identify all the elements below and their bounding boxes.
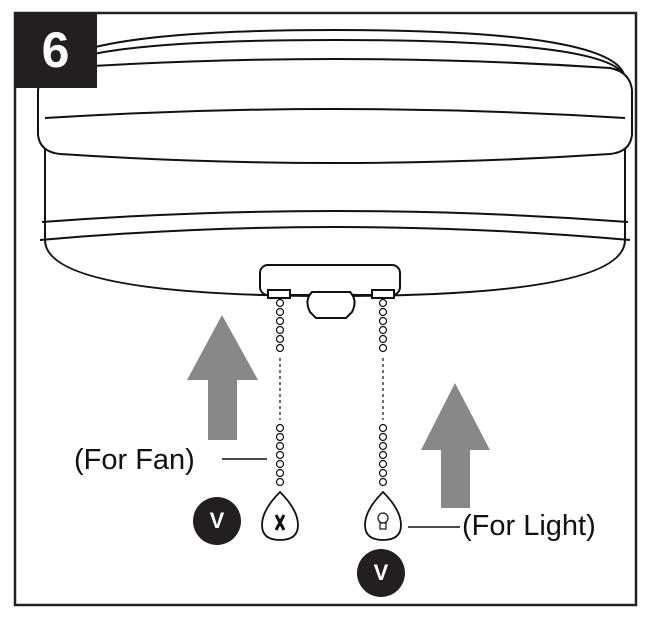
up-arrow-light	[421, 383, 490, 508]
chain-bead	[378, 307, 388, 317]
chain-bead	[378, 441, 388, 451]
chain-bead	[378, 459, 388, 469]
chain-bead	[378, 450, 388, 460]
chain-bead	[378, 432, 388, 442]
step-number-badge: 6	[14, 12, 97, 88]
chain-bead	[275, 307, 285, 317]
pull-chains	[275, 298, 388, 487]
chain-bead	[378, 477, 388, 487]
chain-bead	[378, 334, 388, 344]
for-fan-label: (For Fan)	[74, 444, 195, 476]
chain-bead	[275, 298, 285, 308]
chain-bead	[275, 325, 285, 335]
chain-bead	[275, 441, 285, 451]
chain-bead	[275, 477, 285, 487]
chain-bead	[275, 432, 285, 442]
part-v-badge-light: V	[357, 549, 405, 597]
frame	[13, 11, 638, 607]
chain-bead	[275, 459, 285, 469]
up-arrows	[187, 315, 490, 508]
chain-bead	[275, 468, 285, 478]
chain-bead	[378, 316, 388, 326]
chain-bead	[378, 343, 388, 353]
up-arrow-fan	[187, 315, 258, 440]
light-fixture-drum	[37, 28, 633, 298]
for-light-label: (For Light)	[462, 510, 596, 542]
canopy	[259, 264, 401, 319]
light-pendant	[364, 490, 402, 541]
chain-bead	[378, 325, 388, 335]
chain-bead	[378, 468, 388, 478]
chain-bead	[275, 334, 285, 344]
chain-bead	[275, 316, 285, 326]
chain-bead	[378, 423, 388, 433]
chain-bead	[275, 343, 285, 353]
chain-bead	[275, 423, 285, 433]
fan-pendant	[261, 490, 299, 541]
chain-bead	[378, 298, 388, 308]
chain-bead	[275, 450, 285, 460]
part-v-badge-fan: V	[193, 497, 241, 545]
